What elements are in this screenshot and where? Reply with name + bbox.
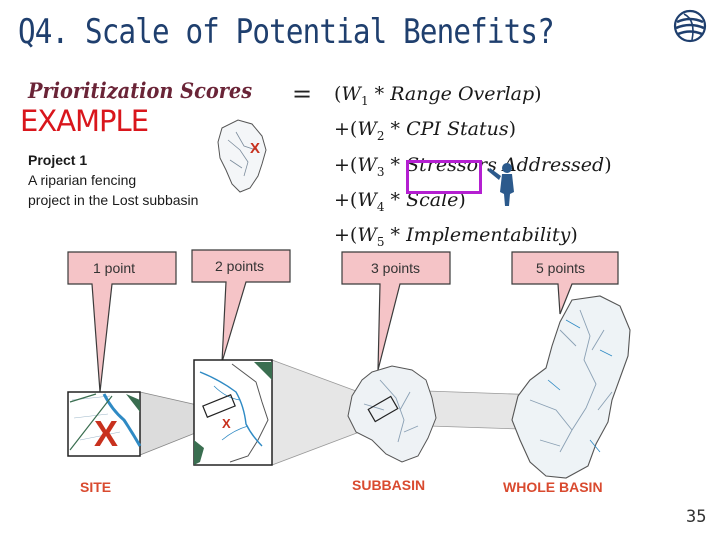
callout-2-points (191, 249, 291, 363)
whole-basin-map (511, 295, 631, 479)
formula-row-3: +(W3 * Stressors Addressed) (334, 153, 612, 179)
project-desc-line-1: A riparian fencing (28, 172, 137, 188)
site-map (67, 391, 142, 457)
callout-3-points (341, 251, 451, 371)
subbasin-label: SUBBASIN (352, 477, 426, 493)
subbasin-detail-map (193, 359, 273, 466)
callout-5-points (511, 251, 619, 315)
formula-row-5: +(W5 * Implementability) (334, 224, 578, 249)
formula-row-1: (W1 * Range Overlap) (334, 83, 542, 108)
small-basin-map (217, 119, 267, 193)
whole-basin-label: WHOLE BASIN (503, 479, 603, 495)
callout-1-point (67, 251, 177, 393)
project-title: Project 1 (28, 152, 88, 168)
slide-title: Q4. Scale of Potential Benefits? (18, 12, 555, 52)
points-label-1: 1 point (93, 260, 136, 276)
points-label-2: 2 points (215, 258, 265, 274)
page-number: 35 (686, 507, 707, 527)
site-marker: X (94, 413, 118, 454)
project-desc-line-2: project in the Lost subbasin (28, 192, 199, 208)
subbasin-detail-marker: X (222, 416, 231, 431)
equals-sign: = (292, 80, 313, 108)
project-description: Project 1 A riparian fencing project in … (28, 150, 198, 210)
prioritization-scores-label: Prioritization Scores (28, 78, 253, 103)
formula-block: (W1 * Range Overlap) +(W2 * CPI Status) … (334, 80, 612, 256)
scale-highlight-box (406, 160, 482, 194)
formula-row-2: +(W2 * CPI Status) (334, 118, 516, 144)
points-label-5: 5 points (536, 260, 586, 276)
example-label: EXAMPLE (20, 104, 149, 138)
subbasin-map (347, 365, 437, 463)
formula-row-4: +(W4 * Scale) (334, 188, 466, 214)
example-marker: X (250, 140, 260, 157)
points-label-3: 3 points (371, 260, 421, 276)
site-label: SITE (80, 479, 112, 495)
globe-logo-icon (673, 9, 707, 43)
